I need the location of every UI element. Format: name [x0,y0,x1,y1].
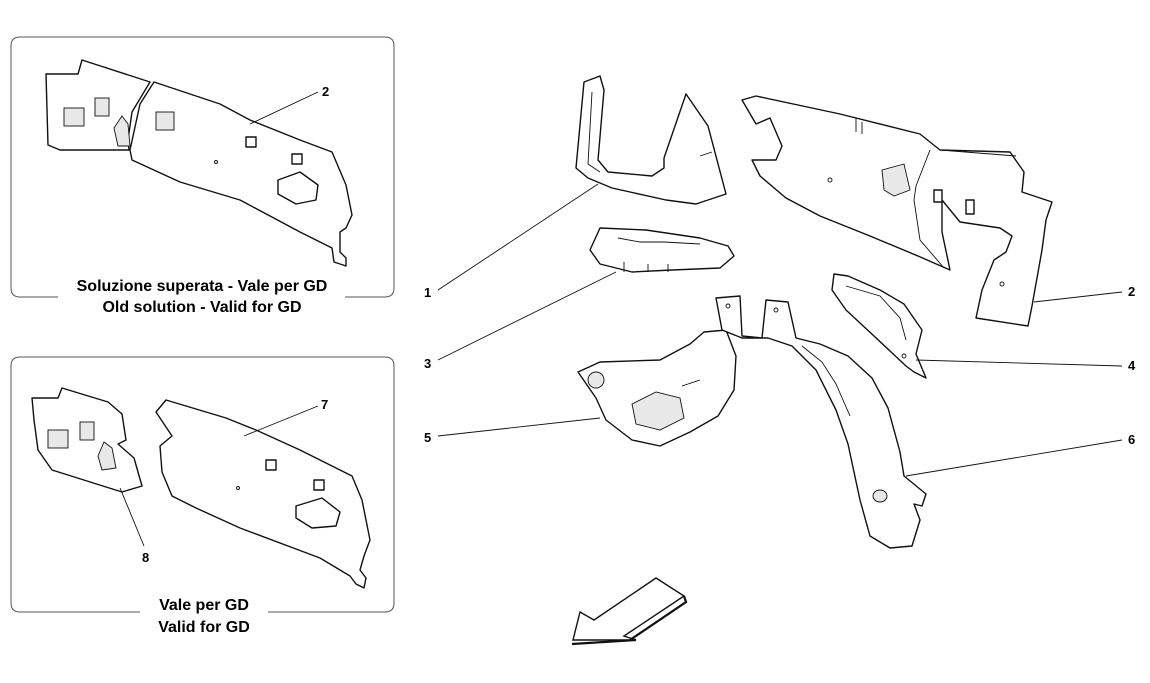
part-4-shield [831,273,927,379]
part-4-fold [845,285,907,341]
callout-5: 5 [424,430,431,445]
part-2-slot [965,199,975,215]
old-panel-slot [245,136,257,148]
old-panel-opening [277,171,319,205]
part-6-fold [801,345,851,417]
panel-opening [295,497,341,529]
leader-line [437,183,599,291]
leader-line [249,91,319,125]
part-6-shape [715,295,927,549]
old-panel-hole [63,107,85,127]
part-2-notch [855,118,863,134]
panel-screw-hole [236,486,240,490]
part-5-opening [631,391,685,431]
part-2-firewall-panel [741,95,1053,327]
leader-line [915,359,1123,367]
leader-line [1033,291,1123,303]
panel-hole [47,429,69,449]
split-panel-right-piece [155,399,371,589]
valid-solution-caption-en: Valid for GD [158,619,250,636]
panel-piece-7 [155,399,371,589]
old-solution-panel: 2 Soluzione superata - Vale per GD Old s… [10,36,395,316]
part-2-fold [913,149,945,269]
callout-3: 3 [424,356,431,371]
part-2-shape [741,95,1053,327]
old-insulation-panel [45,59,353,267]
leader-line [437,417,601,437]
part-3-ribs [617,237,701,272]
part-2-fold [939,149,1017,157]
old-panel-hole [155,111,175,131]
leader-line [243,405,319,437]
bracket-hole [725,303,731,309]
part-1-shape [575,75,727,205]
part-1-edge [699,151,713,157]
part-4-shape [831,273,927,379]
part-2-slot [933,189,943,203]
valid-solution-caption: Vale per GD [159,597,249,614]
old-solution-frame [10,36,395,298]
callout-6: 6 [1128,432,1135,447]
part-6-long-shield [715,295,927,549]
valid-solution-frame [10,356,395,613]
bracket-hole [773,307,779,313]
callout-1: 1 [424,285,431,300]
old-panel-hole [94,97,110,117]
part-3-duct-insulation [589,227,735,273]
part-2-opening [881,163,911,197]
split-panel-left-piece [31,387,143,493]
arrow-body [572,577,686,641]
old-panel-main-piece [129,81,353,267]
panel-slot [313,479,325,491]
part-5-shape [577,329,737,447]
part-3-shape [589,227,735,273]
callout-2: 2 [1128,284,1135,299]
part-5-hole [587,371,605,389]
leader-line [119,487,145,547]
part-1-tunnel-insulation [575,75,727,205]
part-1-edge [587,91,601,173]
part-5-edge [681,379,701,387]
callout-4: 4 [1128,358,1136,373]
direction-arrow-icon [571,577,688,646]
part-2-screw-hole [999,281,1005,287]
arrow-shadow [571,595,688,646]
part-2-screw-hole [827,177,833,183]
panel-slot [265,459,277,471]
callout-2-old: 2 [322,84,329,99]
part-5-wheelhouse-shield [577,329,737,447]
callout-8: 8 [142,550,149,565]
panel-clip [97,441,117,471]
valid-solution-panel: 7 8 Vale per GD Valid for GD [10,356,395,636]
leader-line [437,271,617,361]
panel-hole [79,421,95,441]
old-panel-clip [113,115,131,147]
old-panel-screw-hole [214,160,218,164]
old-solution-caption-en: Old solution - Valid for GD [102,299,301,316]
callout-7: 7 [321,397,328,412]
part-6-hole [872,489,888,503]
old-solution-caption: Soluzione superata - Vale per GD [77,278,328,295]
old-panel-slot [291,153,303,165]
part-4-screw-hole [901,353,907,359]
leader-line [905,439,1123,477]
